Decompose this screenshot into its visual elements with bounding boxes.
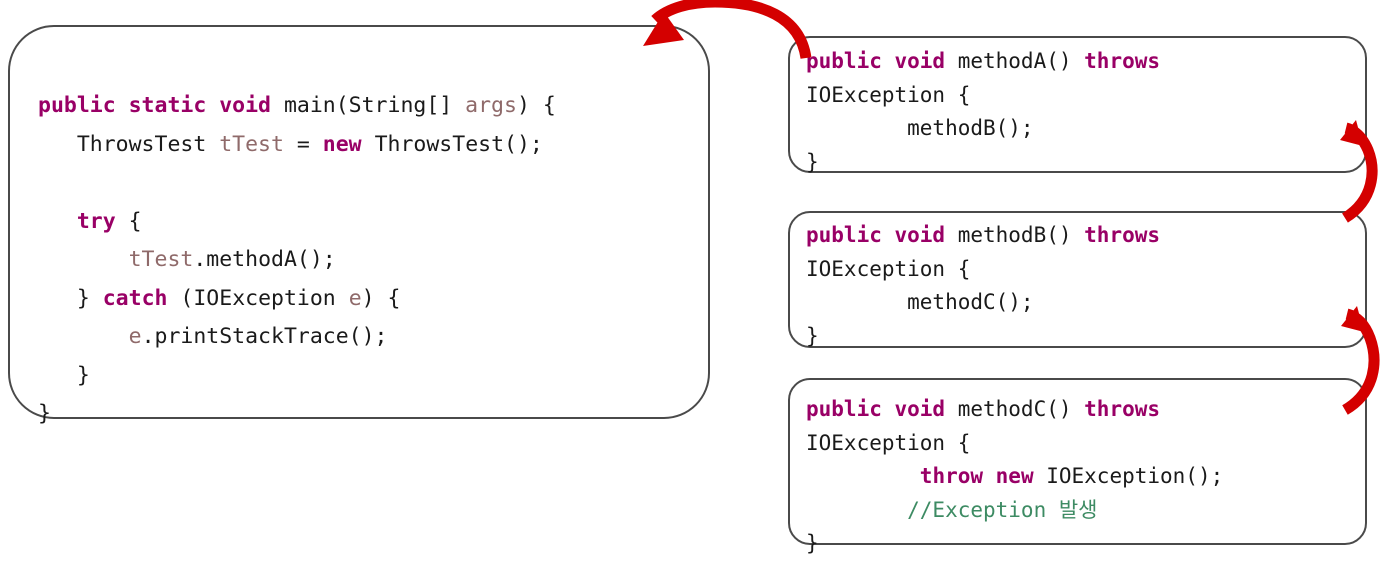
code-token: throws	[1084, 49, 1161, 73]
code-line: } catch (IOException e) {	[38, 285, 401, 311]
code-token: ) {	[516, 93, 556, 118]
code-token: public void	[806, 223, 958, 247]
code-line: //Exception 발생	[806, 497, 1098, 522]
code-token: catch	[102, 285, 168, 311]
code-line: methodB();	[806, 116, 1034, 140]
method-a-box	[788, 36, 1367, 173]
code-line: public void methodB() throws	[806, 223, 1160, 247]
code-line: public void methodC() throws	[806, 397, 1160, 421]
code-token: throws	[1084, 223, 1161, 247]
code-line: throw new IOException();	[806, 464, 1223, 488]
code-token: IOException {	[806, 430, 971, 455]
method-c-code: public void methodC() throws IOException…	[806, 393, 1223, 561]
code-token: }	[38, 401, 51, 426]
code-token: e	[128, 324, 142, 349]
code-line: }	[806, 531, 819, 555]
code-token	[38, 247, 129, 272]
code-token: IOException();	[1033, 464, 1224, 488]
code-token: tTest	[128, 247, 194, 272]
code-token: methodB()	[957, 223, 1085, 247]
code-line: ThrowsTest tTest = new ThrowsTest();	[38, 132, 543, 157]
code-token: try	[76, 208, 116, 234]
code-line: public void methodA() throws	[806, 49, 1160, 73]
code-line: IOException {	[806, 431, 970, 455]
code-token: methodB();	[806, 116, 1034, 140]
main-method-code: public static void main(String[] args) {…	[38, 87, 556, 434]
method-c-box	[788, 378, 1367, 545]
code-token: }	[38, 362, 90, 388]
code-line: IOException {	[806, 257, 970, 281]
code-token: methodC();	[806, 290, 1034, 314]
code-token: throw new	[919, 464, 1034, 488]
code-token: public static void	[38, 93, 284, 118]
main-method-box	[8, 25, 710, 419]
code-token	[806, 464, 920, 488]
code-token: }	[806, 531, 819, 555]
code-line: }	[806, 324, 819, 348]
code-token: tTest	[219, 131, 284, 157]
code-token: main(String[]	[283, 93, 466, 118]
code-line: }	[806, 150, 819, 174]
code-token: IOException {	[806, 82, 971, 107]
code-line: methodC();	[806, 290, 1034, 314]
code-token: }	[38, 285, 103, 311]
code-token	[38, 324, 129, 349]
code-token: IOException {	[806, 256, 971, 281]
code-token: public void	[806, 397, 958, 421]
code-token: ThrowsTest	[38, 131, 220, 157]
code-line: e.printStackTrace();	[38, 324, 388, 349]
code-line: tTest.methodA();	[38, 247, 336, 272]
code-token: ThrowsTest();	[361, 131, 543, 157]
code-token: .printStackTrace();	[141, 324, 388, 349]
code-token: (IOException	[167, 285, 349, 311]
method-b-code: public void methodB() throws IOException…	[806, 219, 1160, 353]
method-b-box	[788, 211, 1367, 348]
code-token: args	[465, 93, 517, 118]
code-token: }	[806, 323, 819, 348]
code-token: methodC()	[957, 397, 1085, 421]
code-token: throws	[1084, 397, 1161, 421]
code-token: ) {	[361, 285, 401, 311]
code-line: public static void main(String[] args) {	[38, 93, 556, 118]
code-token: }	[806, 149, 819, 174]
code-line: IOException {	[806, 83, 970, 107]
code-token: =	[283, 131, 323, 157]
code-token: .methodA();	[193, 247, 336, 272]
code-token: e	[348, 285, 362, 311]
method-a-code: public void methodA() throws IOException…	[806, 45, 1160, 179]
code-line: try {	[38, 209, 142, 234]
code-token: public void	[806, 49, 958, 73]
code-token: new	[322, 131, 362, 157]
code-token	[38, 209, 77, 234]
code-token: //Exception 발생	[806, 497, 1098, 522]
code-token: methodA()	[957, 49, 1085, 73]
code-line: }	[38, 401, 51, 426]
code-token: {	[115, 208, 142, 234]
code-line: }	[38, 363, 90, 388]
